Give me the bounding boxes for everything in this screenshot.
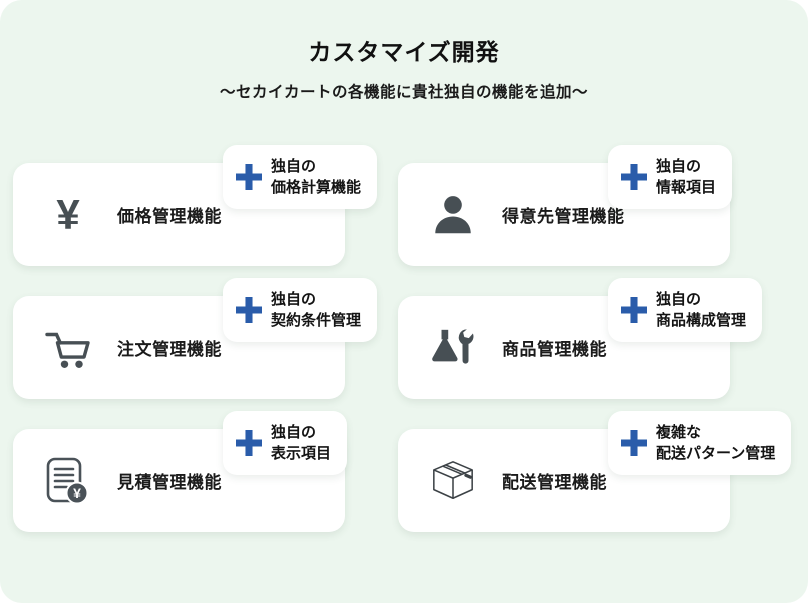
yen-icon: ¥: [56, 190, 80, 238]
feature-label: 商品管理機能: [502, 340, 607, 359]
svg-text:¥: ¥: [73, 485, 81, 501]
plus-icon: [236, 164, 262, 190]
addition-text: 独自の 契約条件管理: [271, 289, 361, 331]
addition-line-1: 独自の: [271, 424, 317, 441]
addition-badge: 複雑な 配送パターン管理: [608, 411, 792, 475]
addition-line-1: 独自の: [656, 158, 702, 175]
feature-product-management: 商品管理機能 独自の 商品構成管理: [398, 278, 763, 399]
feature-grid: ¥ 価格管理機能 独自の 価格計算機能: [13, 145, 808, 532]
feature-price-management: ¥ 価格管理機能 独自の 価格計算機能: [13, 145, 378, 266]
feature-label: 注文管理機能: [117, 340, 222, 359]
addition-text: 独自の 表示項目: [271, 422, 331, 464]
addition-line-1: 独自の: [656, 291, 702, 308]
addition-badge: 独自の 表示項目: [223, 411, 348, 475]
page-title: カスタマイズ開発: [308, 39, 500, 65]
addition-line-1: 独自の: [271, 291, 317, 308]
flask-wrench-icon: [428, 323, 478, 373]
plus-icon: [621, 297, 647, 323]
feature-order-management: 注文管理機能 独自の 契約条件管理: [13, 278, 378, 399]
feature-quote-management: ¥ 見積管理機能 独自の 表示項目: [13, 411, 348, 532]
addition-line-2: 契約条件管理: [271, 312, 362, 329]
addition-badge: 独自の 情報項目: [608, 145, 733, 209]
addition-badge: 独自の 商品構成管理: [608, 278, 763, 342]
feature-label: 配送管理機能: [502, 473, 607, 492]
addition-line-2: 価格計算機能: [271, 179, 362, 196]
feature-customer-management: 得意先管理機能 独自の 情報項目: [398, 145, 733, 266]
addition-badge: 独自の 契約条件管理: [223, 278, 378, 342]
addition-line-1: 独自の: [271, 158, 317, 175]
feature-label: 見積管理機能: [117, 473, 222, 492]
plus-icon: [236, 430, 262, 456]
cart-icon: [43, 323, 93, 373]
plus-icon: [621, 430, 647, 456]
addition-line-2: 情報項目: [656, 179, 717, 196]
document-yen-icon: ¥: [43, 456, 93, 506]
addition-line-2: 配送パターン管理: [656, 445, 776, 462]
feature-label: 得意先管理機能: [502, 207, 625, 226]
plus-icon: [236, 297, 262, 323]
addition-line-2: 商品構成管理: [656, 312, 747, 329]
person-icon: [428, 190, 478, 240]
feature-delivery-management: 配送管理機能 複雑な 配送パターン管理: [398, 411, 792, 532]
addition-badge: 独自の 価格計算機能: [223, 145, 378, 209]
addition-text: 複雑な 配送パターン管理: [656, 422, 775, 464]
box-icon: [428, 456, 478, 506]
addition-text: 独自の 価格計算機能: [271, 156, 361, 198]
feature-label: 価格管理機能: [117, 207, 222, 226]
addition-line-2: 表示項目: [271, 445, 332, 462]
page-subtitle: 〜セカイカートの各機能に貴社独自の機能を追加〜: [219, 84, 588, 101]
addition-text: 独自の 情報項目: [656, 156, 716, 198]
addition-text: 独自の 商品構成管理: [656, 289, 746, 331]
addition-line-1: 複雑な: [656, 424, 702, 441]
plus-icon: [621, 164, 647, 190]
